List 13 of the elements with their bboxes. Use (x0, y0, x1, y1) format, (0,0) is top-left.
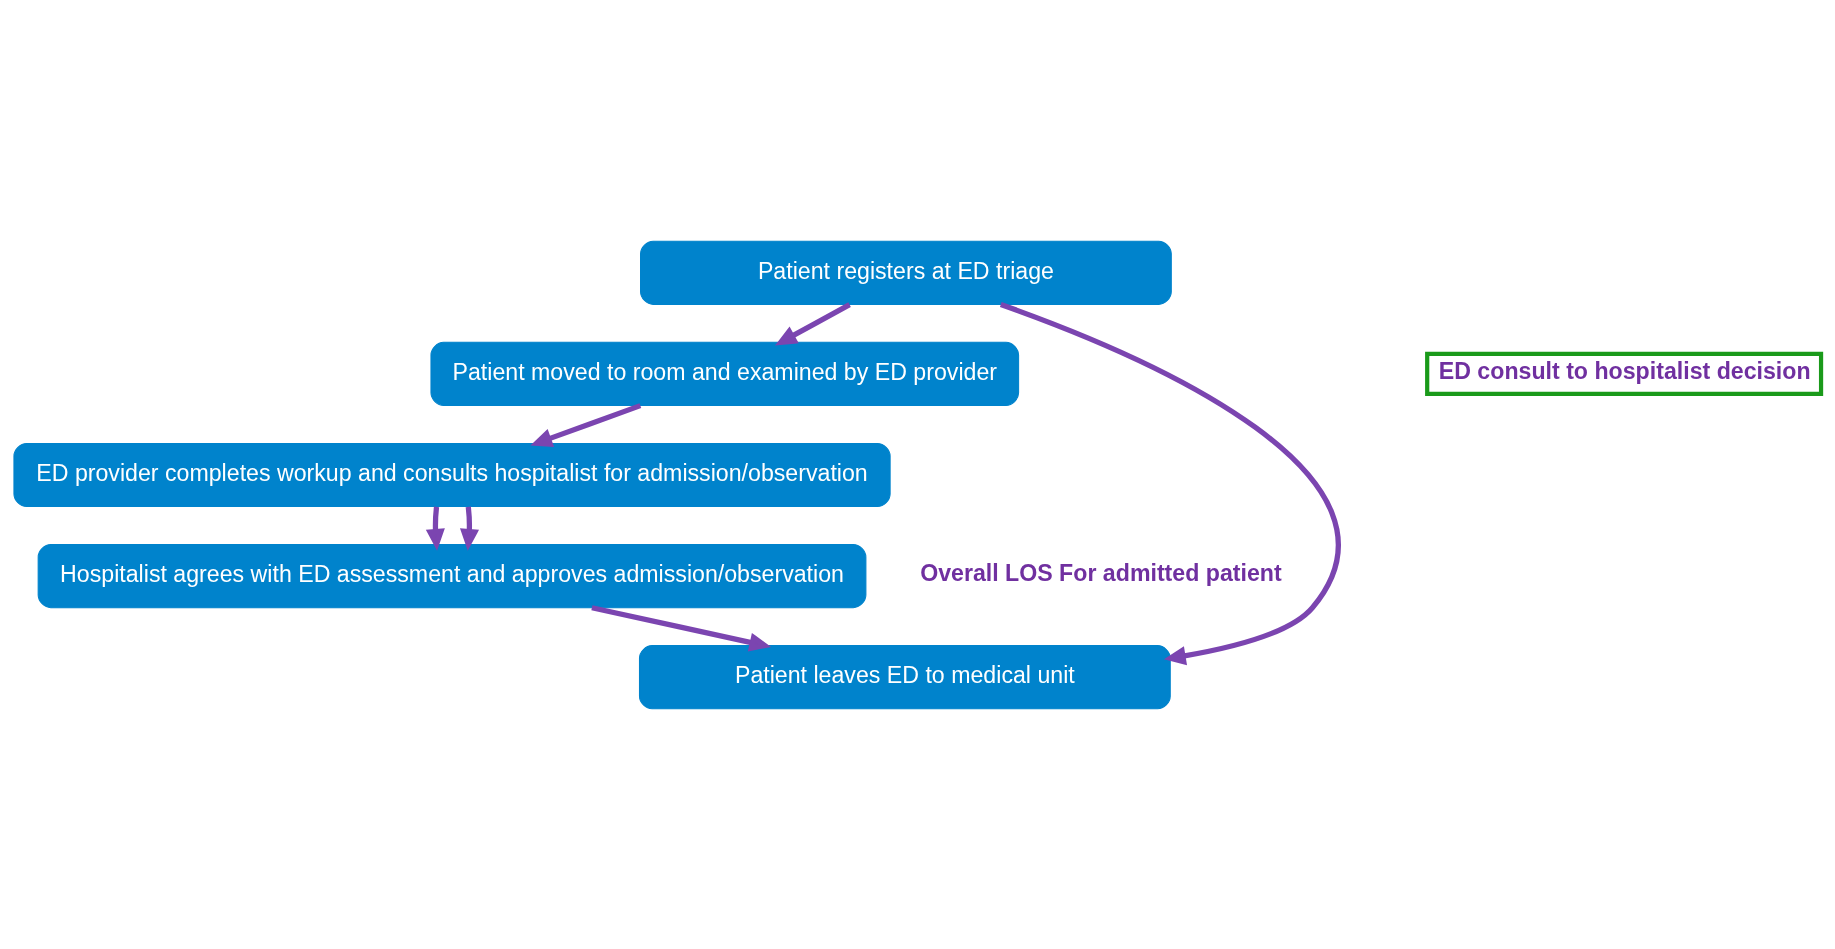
node-box: ED consult to hospitalist decision (1425, 351, 1824, 396)
node-box: Hospitalist agrees with ED assessment and approves admission/observation (37, 543, 867, 608)
arrow (425, 506, 445, 551)
arrow (999, 301, 1341, 665)
node-box: ED provider completes workup and consults hospitalist for admission/observation (13, 442, 891, 507)
label: Overall LOS For admitted patient (920, 559, 1282, 586)
arrow (591, 604, 772, 652)
arrow (459, 506, 480, 551)
node-box: Patient moved to room and examined by ED provider (430, 341, 1020, 406)
arrow (530, 402, 642, 447)
node-box: Patient registers at ED triage (640, 240, 1172, 305)
arrow (775, 301, 851, 345)
node-box: Patient leaves ED to medical unit (638, 644, 1171, 709)
